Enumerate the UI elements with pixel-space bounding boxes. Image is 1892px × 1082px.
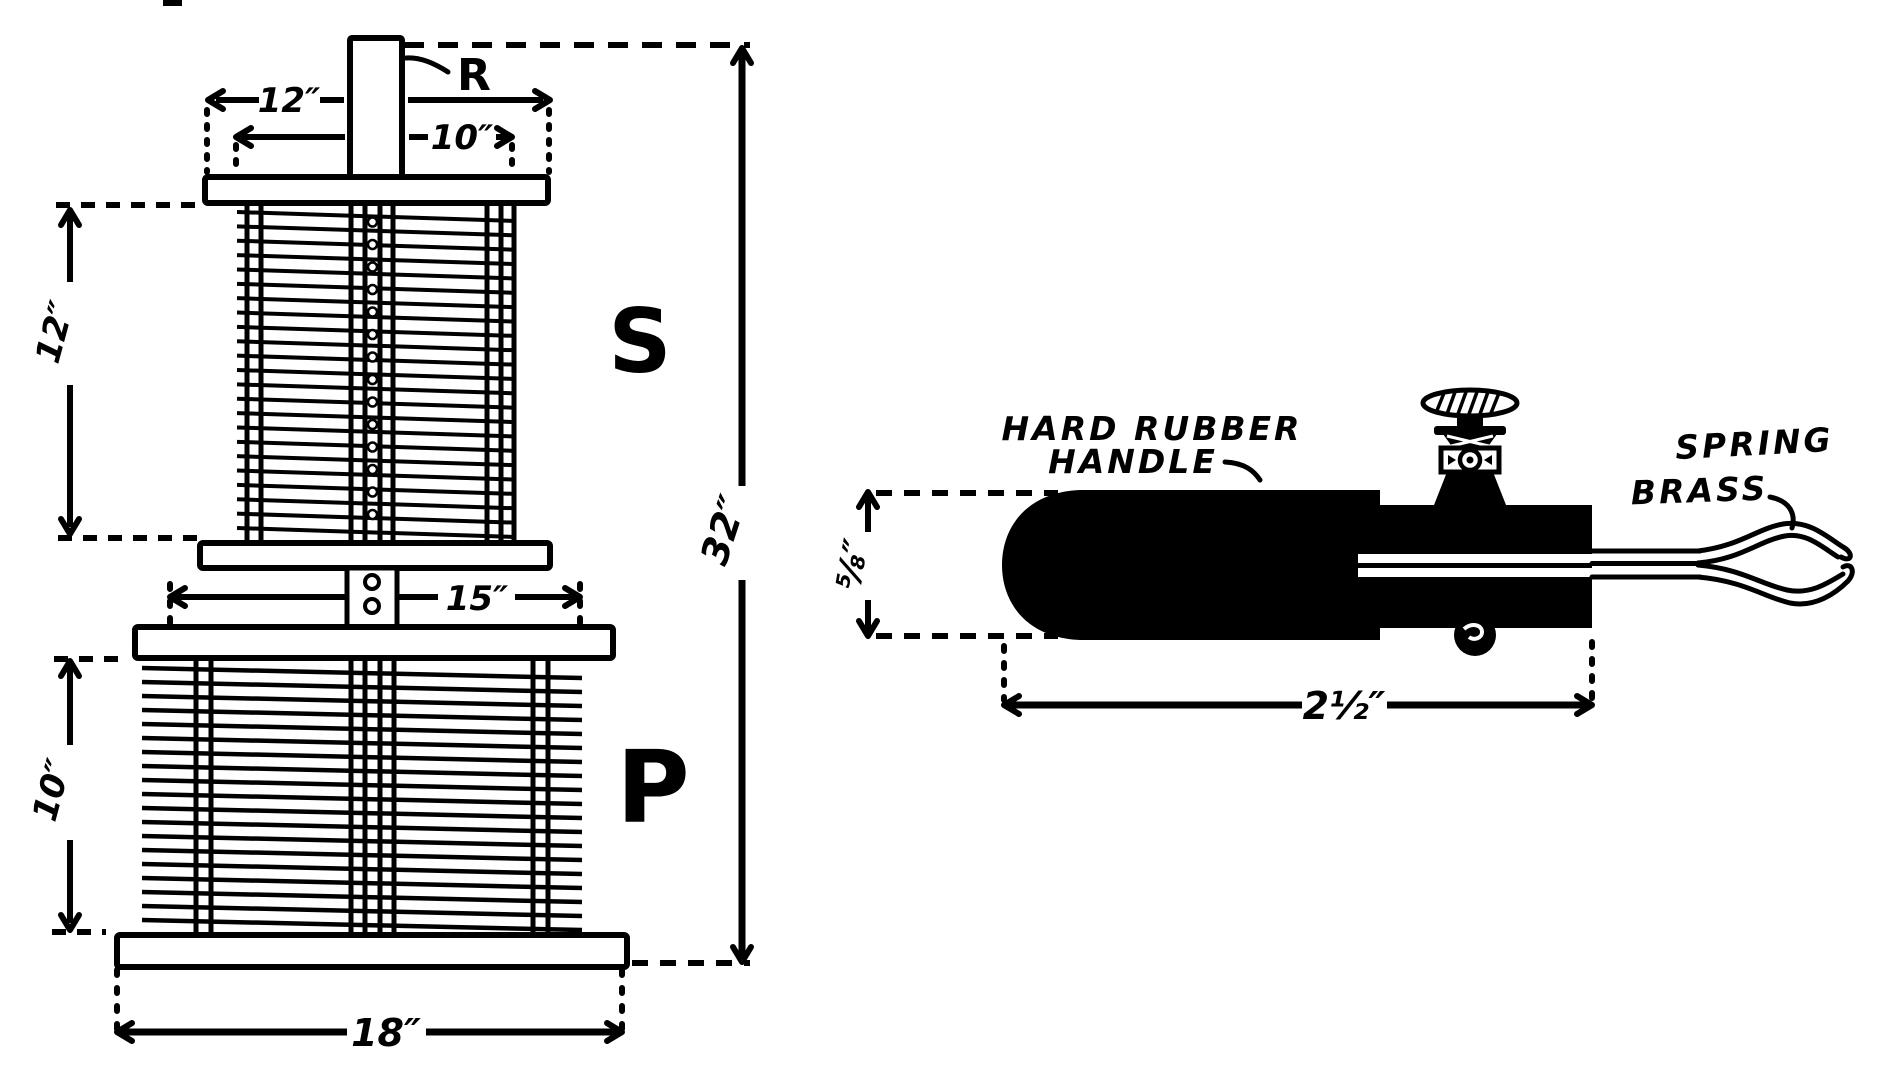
- spring-brass-clip: [1589, 520, 1855, 607]
- dimension-handle-length: 2½″: [1004, 684, 1592, 728]
- binding-post: [1420, 387, 1520, 505]
- spacer-hole: [363, 597, 381, 615]
- handle-screw: [1454, 614, 1496, 656]
- label-primary-p: P: [616, 729, 689, 846]
- secondary-top-plate: [202, 174, 551, 206]
- post-wire-hole-center: [1466, 456, 1474, 464]
- secondary-bottom-plate: [197, 540, 553, 571]
- label-secondary-s: S: [608, 290, 671, 393]
- primary-top-plate: [132, 624, 616, 661]
- dimension-total-height: 32″: [692, 48, 755, 962]
- label-handle: HANDLE: [1048, 442, 1218, 481]
- post-stem: [1457, 414, 1483, 427]
- dimension-top-plate-width: 12″: [208, 81, 550, 121]
- dimension-middle-plate-width: 15″: [170, 579, 580, 619]
- handle-annotations: HARD RUBBER HANDLE SPRING BRASS: [1002, 409, 1834, 531]
- brass-strip-slot: [1358, 568, 1592, 577]
- clip-lower-leaf: [1695, 563, 1855, 607]
- label-spring: SPRING: [1674, 420, 1834, 467]
- primary-coil-windings: [141, 665, 583, 933]
- label-rod-r: R: [457, 50, 491, 101]
- handle-ferrule: [1380, 505, 1592, 628]
- label-brass: BRASS: [1630, 469, 1769, 513]
- dimension-secondary-height: 12″: [28, 210, 83, 534]
- brass-pointer-line: [1767, 494, 1796, 531]
- primary-coil-rods: [193, 658, 551, 935]
- base-plate: [114, 932, 630, 970]
- clip-upper-leaf: [1695, 520, 1853, 562]
- label-hard-rubber: HARD RUBBER: [1002, 409, 1303, 448]
- dimension-primary-height: 10″: [25, 661, 80, 930]
- handle-dashed-references: [876, 490, 1595, 703]
- post-block-tick: [1484, 455, 1492, 465]
- dimension-core-width: 10″: [236, 118, 512, 158]
- dimension-handle-diameter: ⅝″: [829, 492, 877, 636]
- clip-upper-leaf-inner: [1695, 532, 1841, 566]
- handle-grip: [1002, 490, 1380, 640]
- post-waist-highlight: [1446, 434, 1494, 449]
- rubber-handle-body: [1002, 490, 1592, 656]
- dim-label-12-top: 12″: [258, 81, 321, 121]
- dim-label-10-left: 10″: [25, 755, 80, 826]
- knob-knurling: [1434, 391, 1501, 415]
- post-block-tick: [1448, 455, 1456, 465]
- post-flange: [1434, 426, 1506, 435]
- coil-part-labels: R S P: [403, 50, 690, 846]
- post-base: [1434, 472, 1506, 505]
- crop-artifact: [163, 0, 182, 6]
- secondary-core-holes: [366, 216, 379, 521]
- dim-label-12-left: 12″: [28, 297, 83, 368]
- clip-lower-leaf-inner: [1695, 562, 1846, 594]
- dim-label-10-top: 10″: [431, 118, 494, 158]
- core-spacer-block: [344, 565, 400, 630]
- handle-pointer-line: [1222, 459, 1263, 483]
- screw-slot: [1462, 623, 1485, 641]
- center-rod-r: [347, 35, 405, 180]
- spacer-hole: [363, 573, 381, 591]
- dimension-base-width: 18″: [117, 1011, 622, 1055]
- dim-label-15: 15″: [446, 579, 509, 619]
- r-pointer-line: [403, 55, 451, 75]
- brass-strip-slot: [1358, 554, 1592, 563]
- dim-label-32: 32″: [692, 490, 755, 570]
- secondary-coil-rods: [244, 203, 517, 543]
- dim-label-18: 18″: [351, 1011, 421, 1055]
- dim-label-length: 2½″: [1303, 684, 1386, 728]
- dim-label-diameter: ⅝″: [829, 536, 877, 593]
